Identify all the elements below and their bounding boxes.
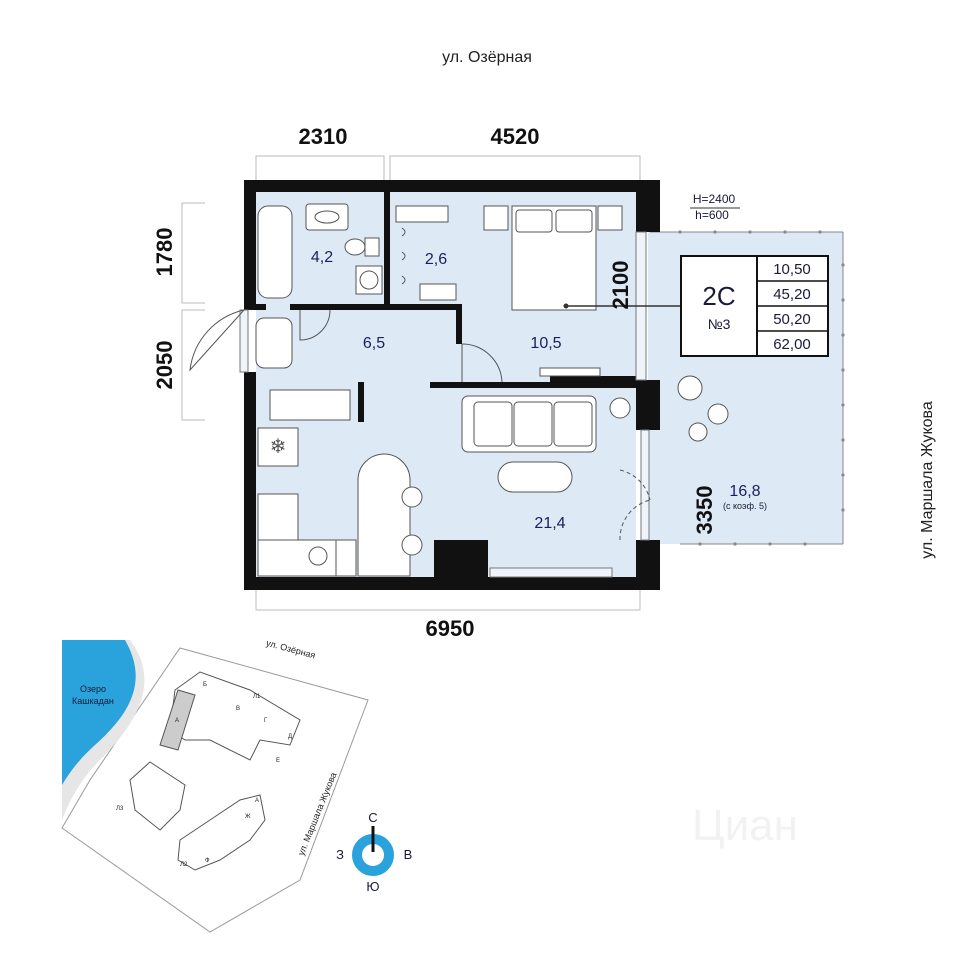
dim-window-right: 2100 <box>608 261 633 310</box>
room-area-bath: 4,2 <box>311 249 333 266</box>
bedroom-furniture <box>483 205 623 377</box>
watermark: Циан <box>692 801 798 850</box>
room-area-hall: 6,5 <box>363 335 385 352</box>
dim-top-left: 2310 <box>299 124 348 149</box>
section-label: Д <box>288 734 292 740</box>
snowflake-icon: ❄ <box>270 436 287 458</box>
section-label: Л3 <box>116 806 124 812</box>
street-top-label: ул. Озёрная <box>442 49 532 66</box>
kitchen <box>257 427 423 577</box>
area-total: 45,20 <box>773 286 811 303</box>
room-area-wc: 2,6 <box>425 251 447 268</box>
dim-top-right: 4520 <box>491 124 540 149</box>
living-furniture <box>461 395 631 493</box>
section-label: Ж <box>245 814 251 820</box>
compass-north: С <box>368 810 377 825</box>
section-label: Б <box>203 682 207 688</box>
area-living: 10,50 <box>773 261 811 278</box>
wall-hooks <box>401 227 406 285</box>
room-area-terrace: 16,8 <box>729 483 760 500</box>
apartment-type: 2С <box>702 281 735 311</box>
lake <box>62 640 136 785</box>
dimension-lines <box>181 155 641 611</box>
dim-left-bottom: 2050 <box>152 341 177 390</box>
terrace-coef-note: (с коэф. 5) <box>723 501 767 511</box>
compass-east: В <box>404 847 413 862</box>
compass-icon <box>352 826 394 876</box>
area-with-balcony: 50,20 <box>773 311 811 328</box>
lake-name-line1: Озеро <box>80 684 106 694</box>
area-with-terrace: 62,00 <box>773 336 811 353</box>
section-label: А <box>175 718 179 724</box>
lake-name-line2: Кашкадан <box>72 696 114 706</box>
walls <box>244 180 660 590</box>
doors <box>189 309 651 541</box>
room-area-living: 21,4 <box>534 515 565 532</box>
section-label: Л2 <box>180 862 188 868</box>
section-label: Г <box>264 718 268 724</box>
compass-south: Ю <box>366 879 379 894</box>
dim-terrace-side: 3350 <box>692 486 717 535</box>
section-label: Л1 <box>253 694 261 700</box>
street-right-label: ул. Маршала Жукова <box>919 401 936 559</box>
compass-west: З <box>336 847 344 862</box>
site-street-top: ул. Озёрная <box>265 638 317 661</box>
section-label: А <box>255 798 259 804</box>
apartment-info-card <box>680 255 829 357</box>
window-height-upper: H=2400 <box>693 192 736 206</box>
terrace-railing-posts <box>678 230 845 546</box>
room-area-bedroom: 10,5 <box>530 335 561 352</box>
apartment-number: №3 <box>708 316 731 332</box>
dim-bottom: 6950 <box>426 616 475 641</box>
dim-left-top: 1780 <box>152 228 177 277</box>
section-label: Е <box>276 758 280 764</box>
window-height-lower: h=600 <box>695 208 729 222</box>
section-label: В <box>236 706 240 712</box>
section-label: Ф <box>205 858 210 864</box>
terrace-railing <box>650 231 844 545</box>
site-map <box>61 640 369 933</box>
bathroom-fixtures <box>255 203 457 421</box>
terrace-furniture <box>677 375 729 442</box>
